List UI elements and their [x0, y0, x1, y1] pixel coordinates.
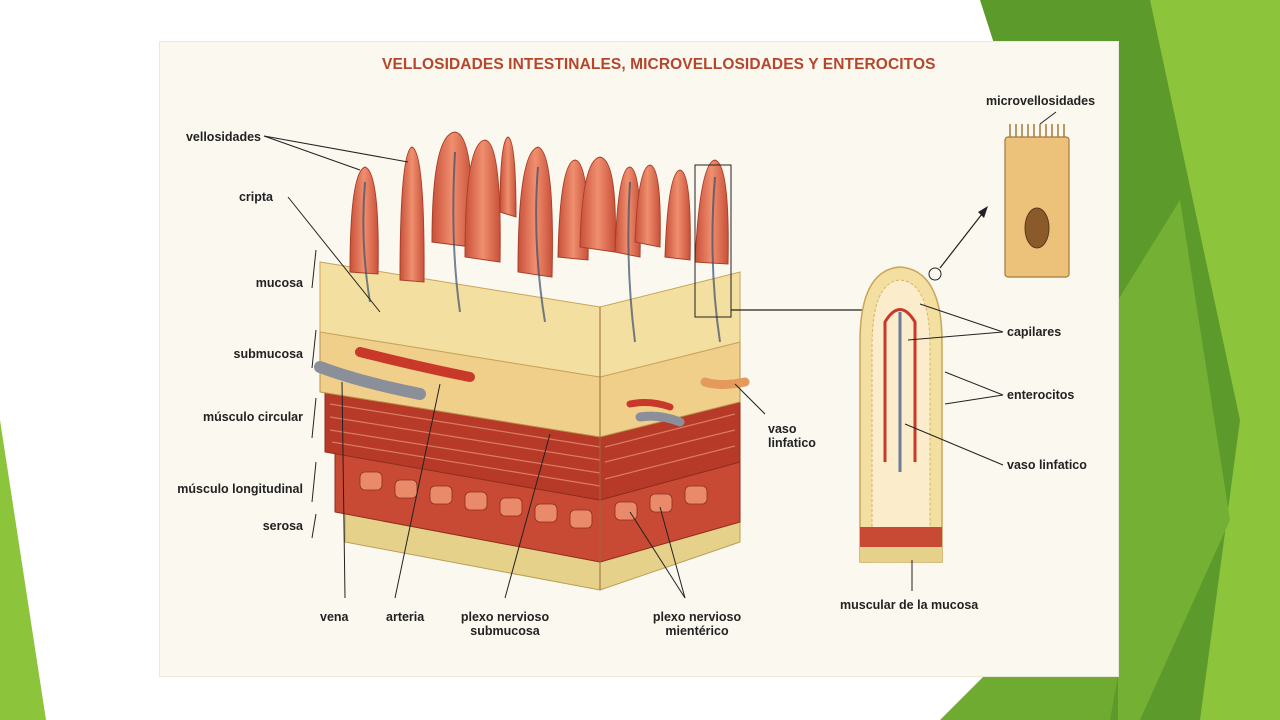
detail-base — [860, 547, 942, 562]
label-vena: vena — [320, 610, 349, 624]
artery — [355, 347, 475, 382]
diagram-title: VELLOSIDADES INTESTINALES, MICROVELLOSID… — [382, 56, 936, 73]
label-submucosa: submucosa — [233, 347, 303, 361]
label-enterocitos: enterocitos — [1007, 388, 1075, 402]
enterocyte-nucleus — [1024, 207, 1050, 249]
enterocyte-cell — [1004, 136, 1070, 278]
longitudinal-muscle-cells — [359, 471, 708, 529]
label-musculo-circular: músculo circular — [202, 410, 303, 424]
detail-arrow-head — [978, 206, 988, 218]
green-shape-left — [0, 420, 46, 720]
detail-muscular-band — [860, 527, 942, 547]
label-plexo-submucosa-line2: submucosa — [470, 624, 540, 638]
lymph-vessel — [700, 377, 750, 389]
label-mucosa: mucosa — [255, 276, 303, 290]
label-microvellosidades: microvellosidades — [986, 94, 1096, 108]
label-vellosidades: vellosidades — [185, 130, 261, 144]
label-cripta: cripta — [238, 190, 273, 204]
label-plexo-mienterico-line1: plexo nervioso — [652, 610, 742, 624]
green-shape-right-mid — [1118, 200, 1230, 720]
label-musculo-longitudinal: músculo longitudinal — [177, 482, 303, 496]
villi — [349, 131, 729, 283]
label-muscular-mucosa: muscular de la mucosa — [840, 598, 979, 612]
intestinal-villi-illustration — [263, 111, 1070, 599]
label-arteria: arteria — [386, 610, 425, 624]
label-vaso-linfatico: vaso linfatico — [768, 422, 816, 450]
label-plexo-mienterico: plexo nervioso mientérico — [642, 610, 752, 638]
leader-lines — [263, 111, 1057, 599]
villus-lacteals — [362, 151, 721, 343]
vein — [314, 361, 426, 400]
green-shape-right-light — [1150, 0, 1280, 720]
label-plexo-submucosa-line1: plexo nervioso — [460, 610, 550, 624]
microvilli — [1009, 124, 1065, 137]
detail-zoom-circle — [928, 267, 942, 281]
label-vaso-linfatico-line2: linfatico — [768, 436, 816, 450]
label-capilares: capilares — [1007, 325, 1062, 339]
vein-lower — [635, 411, 685, 427]
label-plexo-mienterico-line2: mientérico — [665, 624, 729, 638]
detail-capillaries — [883, 308, 917, 462]
artery-lower — [626, 399, 674, 411]
detail-arrow-line — [939, 213, 983, 269]
muscle-fibers — [329, 403, 736, 487]
label-serosa: serosa — [262, 519, 303, 533]
diagram-panel: VELLOSIDADES INTESTINALES, MICROVELLOSID… — [160, 42, 1118, 676]
label-vaso-linfatico-line1: vaso — [768, 422, 797, 436]
label-vaso-linfatico-detail: vaso linfatico — [1007, 458, 1087, 472]
zoom-box — [694, 164, 732, 318]
label-plexo-submucosa: plexo nervioso submucosa — [450, 610, 560, 638]
